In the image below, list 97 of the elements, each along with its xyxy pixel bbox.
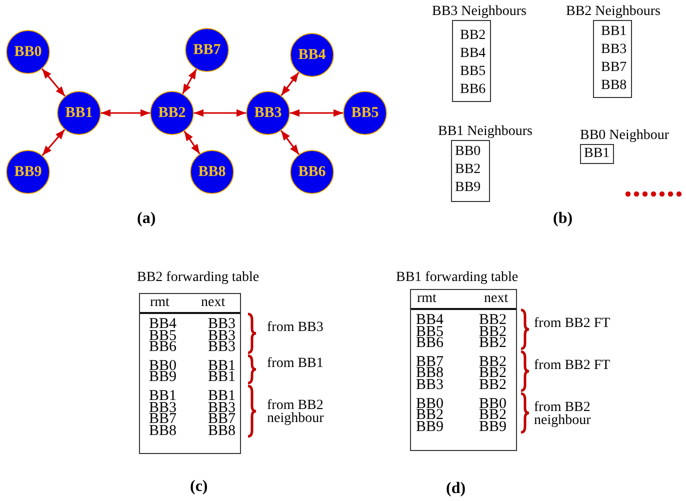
table-cell: BB1 [208, 371, 236, 384]
table-cell: BB3 [416, 379, 444, 391]
table-title: BB2 forwarding table [137, 270, 260, 286]
table-cell: BB0 [416, 398, 444, 410]
table-cell: BB8 [208, 424, 236, 437]
node-label: BB7 [193, 42, 221, 58]
table-title: BB1 forwarding table [396, 270, 518, 286]
double-arrow [184, 130, 200, 154]
panel-caption: (c) [190, 478, 208, 496]
table-cell: BB9 [149, 371, 177, 384]
column-header: next [201, 297, 226, 309]
table-cell: BB7 [208, 413, 236, 426]
list-item: BB8 [601, 77, 627, 95]
source-note: from BB2 FT [534, 359, 612, 372]
table-cell: BB9 [416, 420, 444, 433]
table-cell: BB2 [479, 367, 507, 380]
table-cell: BB2 [479, 379, 507, 391]
source-note: from BB2 neighbour [267, 399, 325, 426]
double-arrow [42, 68, 66, 97]
table-cell: BB2 [479, 356, 507, 368]
table-cell: BB3 [149, 402, 177, 414]
table-cell: BB6 [149, 341, 177, 354]
node-circle [290, 33, 334, 77]
node-label: BB6 [298, 164, 326, 180]
panel-caption: (b) [553, 210, 573, 228]
source-note: from BB3 [267, 321, 324, 334]
table-cell: BB3 [208, 402, 236, 414]
node-circle [343, 91, 387, 135]
node-label: BB3 [254, 104, 282, 122]
double-arrow [194, 109, 246, 117]
double-arrow [280, 72, 300, 96]
table-cell: BB2 [479, 337, 507, 350]
double-arrow [290, 109, 343, 117]
table-cell: BB7 [416, 356, 444, 368]
source-note: from BB1 [267, 357, 324, 370]
column-header: rmt [150, 297, 170, 309]
list-heading: BB0 Neighbour [580, 128, 670, 144]
table-cell: BB2 [479, 314, 507, 326]
list-item: BB2 [455, 161, 481, 179]
table-cell: BB5 [416, 326, 444, 338]
column-header: rmt [417, 293, 436, 305]
table-cell: BB8 [416, 367, 444, 380]
node-label: BB1 [65, 104, 93, 122]
node-circle [185, 28, 229, 72]
node-circle [6, 150, 50, 194]
double-arrow [280, 130, 300, 155]
node-circle [150, 91, 194, 135]
column-header: next [484, 293, 508, 305]
list-item: BB2 [460, 27, 486, 45]
table-cell: BB2 [479, 326, 507, 338]
list-item: BB4 [460, 45, 486, 63]
panel-caption: (d) [446, 480, 466, 498]
source-note: from BB2 FT [534, 317, 612, 330]
double-arrow [42, 129, 66, 156]
table-cell: BB1 [208, 360, 236, 372]
table-cell: BB1 [149, 390, 177, 402]
table-cell: BB3 [208, 318, 236, 330]
table-cell: BB3 [208, 330, 236, 342]
double-arrow [182, 68, 198, 94]
panel-caption: (a) [137, 210, 156, 228]
node-label: BB9 [14, 164, 42, 180]
table-cell: BB2 [479, 409, 507, 422]
list-item: BB1 [601, 23, 627, 41]
node-circle [290, 150, 334, 194]
table-cell: BB0 [149, 360, 177, 372]
table-cell: BB4 [149, 318, 177, 330]
list-item: BB7 [601, 59, 627, 77]
double-arrow [101, 109, 150, 117]
node-circle [6, 30, 50, 74]
node-label: BB5 [351, 104, 379, 122]
node-circle [246, 91, 290, 135]
table-cell: BB9 [479, 420, 507, 433]
table-cell: BB5 [149, 330, 177, 342]
node-circle [190, 150, 234, 194]
table-cell: BB3 [208, 341, 236, 354]
node-label: BB8 [198, 164, 226, 180]
list-heading: BB1 Neighbours [438, 124, 532, 140]
list-item: BB3 [601, 41, 627, 59]
table-cell: BB6 [416, 337, 444, 350]
node-circle [57, 91, 101, 135]
table-cell: BB7 [149, 413, 177, 426]
node-label: BB0 [14, 44, 42, 60]
table-cell: BB4 [416, 314, 444, 326]
node-label: BB4 [298, 46, 326, 64]
table-cell: BB1 [208, 390, 236, 402]
table-cell: BB8 [149, 424, 177, 437]
list-heading: BB2 Neighbours [566, 4, 660, 20]
list-heading: BB3 Neighbours [432, 4, 526, 20]
list-item: BB6 [460, 81, 486, 99]
list-item: BB0 [455, 143, 481, 161]
list-item: BB1 [584, 145, 610, 163]
list-item: BB9 [455, 179, 481, 197]
table-cell: BB2 [416, 409, 444, 422]
node-label: BB2 [158, 104, 186, 122]
source-note: from BB2 neighbour [534, 401, 592, 427]
list-item: BB5 [460, 63, 486, 81]
table-cell: BB0 [479, 398, 507, 410]
